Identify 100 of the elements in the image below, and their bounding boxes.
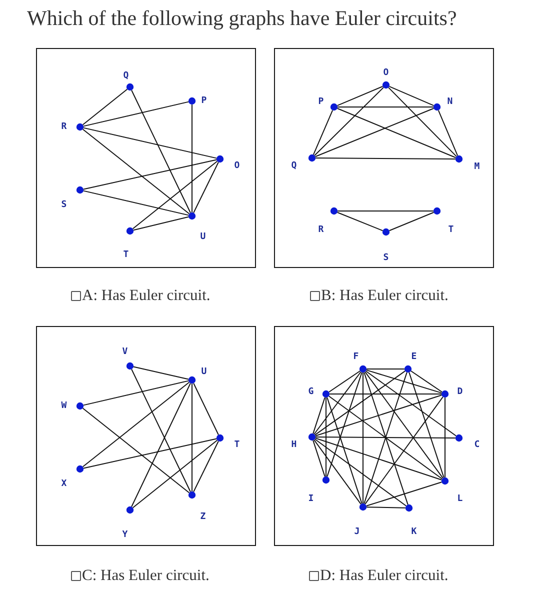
vertex-label: O <box>234 161 240 171</box>
edge-line <box>337 210 434 212</box>
vertex-dot <box>382 228 390 236</box>
edge-line <box>133 366 189 380</box>
vertex-label: R <box>61 122 67 132</box>
vertex-dot <box>188 376 196 384</box>
edge-line <box>312 396 326 434</box>
vertex-label: C <box>474 440 480 450</box>
edge-line <box>336 212 384 232</box>
vertex-dot <box>382 81 390 89</box>
edge-line <box>132 440 218 508</box>
edge-line <box>365 370 457 436</box>
edge-line <box>366 368 405 370</box>
edge-line <box>410 370 443 392</box>
edge-line <box>326 396 362 504</box>
vertex-dot <box>76 402 84 410</box>
edge-line <box>314 439 362 505</box>
vertex-dot <box>76 186 84 194</box>
edge-line <box>326 372 362 478</box>
vertex-dot <box>216 434 224 442</box>
vertex-dot <box>188 212 196 220</box>
edge-line <box>444 397 446 478</box>
edge-line <box>366 370 442 394</box>
edge-line <box>132 160 218 230</box>
question-title: Which of the following graphs have Euler circuits? <box>27 5 457 32</box>
edge-line <box>336 108 456 158</box>
edge-line <box>366 506 406 508</box>
edge-line <box>193 162 219 214</box>
vertex-dot <box>308 154 316 162</box>
edge-line <box>438 110 458 156</box>
vertex-label: X <box>61 479 67 489</box>
edge-line <box>408 372 444 478</box>
edge-line <box>336 86 384 106</box>
vertex-dot <box>322 390 330 398</box>
edge-line <box>314 394 442 436</box>
edge-line <box>131 382 191 508</box>
graph-panel <box>274 48 494 268</box>
graph-panel <box>274 326 494 546</box>
vertex-dot <box>441 477 449 485</box>
vertex-label: G <box>308 387 314 397</box>
edge-line <box>366 482 442 506</box>
option-text: A: Has Euler circuit. <box>82 286 210 306</box>
edge-line <box>82 408 190 494</box>
vertex-label: T <box>448 225 454 235</box>
vertex-dot <box>455 434 463 442</box>
edge-line <box>328 396 443 480</box>
vertex-dot <box>216 155 224 163</box>
vertex-dot <box>126 362 134 370</box>
vertex-label: Z <box>200 512 206 522</box>
vertex-label: T <box>123 250 129 260</box>
edge-line <box>83 190 189 216</box>
vertex-dot <box>126 506 134 514</box>
edge-line <box>388 87 457 157</box>
vertex-dot <box>433 103 441 111</box>
vertex-dot <box>76 123 84 131</box>
vertex-label: O <box>383 68 389 78</box>
vertex-label: E <box>411 352 417 362</box>
edge-line <box>193 440 219 492</box>
edge-line <box>314 87 384 156</box>
vertex-label: V <box>122 347 128 357</box>
vertex-dot <box>359 365 367 373</box>
vertex-dot <box>455 155 463 163</box>
vertex-dot <box>188 491 196 499</box>
edge-line <box>131 90 191 214</box>
edge-line <box>314 108 434 158</box>
vertex-dot <box>441 390 449 398</box>
vertex-dot <box>433 207 441 215</box>
edge-line <box>315 158 456 160</box>
vertex-label: Q <box>123 71 129 81</box>
edge-line <box>83 127 217 159</box>
edge-line <box>312 110 334 156</box>
edge-line <box>314 438 442 480</box>
edge-line <box>312 440 326 478</box>
vertex-dot <box>359 503 367 511</box>
edge-line <box>314 371 362 435</box>
vertex-dot <box>188 97 196 105</box>
vertex-dot <box>322 476 330 484</box>
vertex-label: S <box>61 200 67 210</box>
vertex-dot <box>76 465 84 473</box>
edge-line <box>388 86 434 106</box>
graph-panel <box>36 48 256 268</box>
vertex-dot <box>330 207 338 215</box>
edge-line <box>83 101 189 127</box>
vertex-label: W <box>61 401 67 411</box>
vertex-label: I <box>308 494 314 504</box>
vertex-dot <box>308 433 316 441</box>
vertex-label: J <box>354 527 360 537</box>
edge-line <box>364 371 444 479</box>
option-text: D: Has Euler circuit. <box>320 566 448 586</box>
vertex-label: K <box>411 527 417 537</box>
vertex-label: D <box>457 387 463 397</box>
edge-line <box>83 159 217 190</box>
vertex-label: L <box>457 494 463 504</box>
vertex-label: Q <box>291 161 297 171</box>
edge-line <box>328 370 361 392</box>
vertex-dot <box>405 504 413 512</box>
vertex-label: Y <box>122 530 128 540</box>
vertex-label: N <box>447 97 453 107</box>
vertex-label: U <box>201 367 207 377</box>
graph-panel <box>36 326 256 546</box>
